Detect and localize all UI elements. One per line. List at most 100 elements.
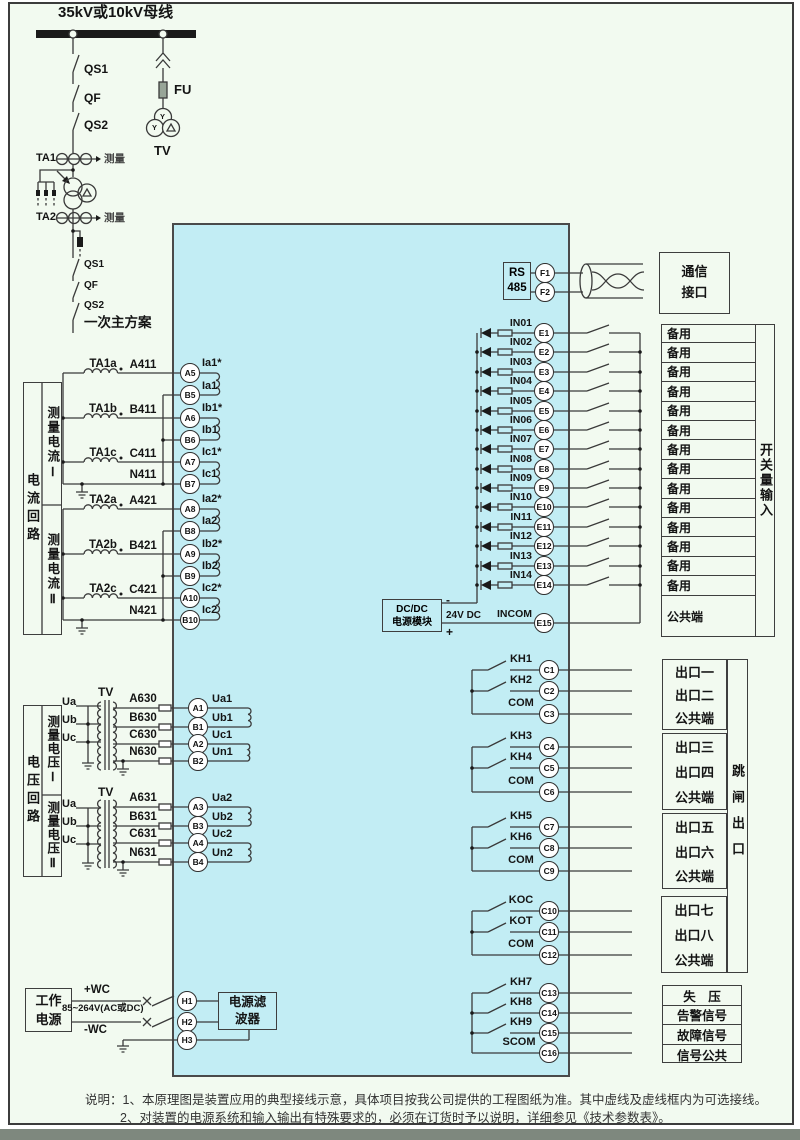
terminal-B5: B5	[180, 385, 200, 405]
outlet-6-label: 出口六	[674, 844, 714, 860]
wire-b411: B411	[129, 404, 157, 416]
sig-ia2s: Ia2*	[202, 493, 222, 505]
terminal-A9: A9	[180, 544, 200, 564]
terminal-E9: E9	[534, 478, 554, 498]
spare-row-10: 备用	[661, 499, 755, 518]
terminal-A7: A7	[180, 452, 200, 472]
label-qs1: QS1	[84, 62, 109, 76]
sig-ic1: Ic1	[202, 468, 218, 480]
terminal-C15: C15	[539, 1023, 559, 1043]
label-tv2: TV	[98, 785, 114, 799]
terminal-E5: E5	[534, 401, 554, 421]
wire-n630: N630	[129, 746, 157, 758]
terminal-A10: A10	[180, 588, 200, 608]
voltage-meas2-label: 测量电压Ⅱ	[45, 801, 60, 871]
signal-common: 信号公共	[676, 1048, 727, 1063]
label-com3: COM	[508, 854, 534, 866]
spare-row-12: 备用	[661, 537, 755, 557]
spare-row-1: 备用	[661, 324, 755, 344]
label-kh2: KH2	[509, 674, 532, 686]
digital-input-wiring	[442, 324, 642, 624]
dcdc-line2: 电源模块	[392, 616, 432, 628]
label-in08: IN08	[509, 453, 532, 465]
sig-ua2: Ua2	[212, 792, 233, 804]
terminal-F2: F2	[535, 282, 555, 302]
terminal-H2: H2	[177, 1012, 197, 1032]
sig-ib2: Ib2	[202, 560, 218, 572]
wire-c630: C630	[129, 729, 157, 741]
label-ta1b: TA1b	[89, 403, 117, 415]
terminal-E2: E2	[534, 342, 554, 362]
sig-un2: Un2	[212, 847, 233, 859]
tv-winding-y1: Y	[160, 112, 166, 121]
label-koc: KOC	[508, 894, 534, 906]
sig-un1: Un1	[212, 746, 233, 758]
label-kot: KOT	[509, 915, 533, 927]
terminal-E15: E15	[534, 613, 554, 633]
voltage-circuit-wiring	[41, 700, 252, 877]
terminal-C5: C5	[539, 758, 559, 778]
sig-ib1: Ib1	[202, 424, 218, 436]
spare-row-2: 备用	[661, 343, 755, 363]
dcdc-module-box: DC/DC 电源模块	[382, 599, 442, 632]
tv-winding-y2: Y	[152, 123, 158, 132]
terminal-E7: E7	[534, 439, 554, 459]
sig-ia2: Ia2	[202, 515, 218, 527]
phase-uc-1: Uc	[62, 732, 77, 744]
current-loop-box	[23, 382, 62, 635]
label-in10: IN10	[509, 491, 532, 503]
label-ta2: TA2	[36, 211, 56, 223]
note-line-2: 2、对装置的电源系统和输入输出有特殊要求的，必须在订货时予以说明，详细参见《技术…	[120, 1111, 671, 1125]
terminal-A8: A8	[180, 499, 200, 519]
label-in09: IN09	[509, 472, 532, 484]
terminal-E10: E10	[534, 497, 554, 517]
switch-input-side-label: 开关量输入	[755, 324, 775, 637]
label-pos-wc: +WC	[84, 984, 110, 996]
terminal-B7: B7	[180, 474, 200, 494]
comm-wiring	[531, 263, 645, 299]
terminal-C16: C16	[539, 1043, 559, 1063]
label-kh6: KH6	[509, 831, 532, 843]
label-fu: FU	[174, 82, 192, 97]
rs485-line1: RS	[509, 267, 525, 280]
sig-ic2s: Ic2*	[202, 582, 222, 594]
label-kh7: KH7	[509, 976, 532, 988]
label-voltage-range: 85~264V(AC或DC)	[62, 1003, 144, 1014]
spare-row-11: 备用	[661, 518, 755, 538]
spare-row-5: 备用	[661, 402, 755, 421]
label-in14: IN14	[509, 569, 532, 581]
label-in06: IN06	[509, 414, 532, 426]
label-in11: IN11	[510, 511, 532, 523]
wire-a411: A411	[129, 359, 157, 371]
spare-row-13: 备用	[661, 557, 755, 577]
spare-row-4: 备用	[661, 382, 755, 402]
dcdc-line1: DC/DC	[396, 603, 428, 615]
terminal-E13: E13	[534, 556, 554, 576]
voltage-loop-label: 电压回路	[25, 755, 40, 827]
trip-output-column: 跳闸出口	[727, 659, 748, 973]
current-meas2-label: 测量电流Ⅱ	[45, 532, 60, 608]
terminal-E4: E4	[534, 381, 554, 401]
label-in13: IN13	[509, 550, 532, 562]
outlet-7-label: 出口七	[674, 903, 714, 918]
terminal-F1: F1	[535, 263, 555, 283]
outlet-table-3: 出口五 出口六 公共端	[662, 813, 727, 889]
sig-uc2: Uc2	[212, 828, 233, 840]
terminal-E3: E3	[534, 362, 554, 382]
signal-loss-voltage: 失 压	[663, 986, 741, 1006]
label-dc-plus: +	[446, 625, 454, 639]
terminal-B9: B9	[180, 566, 200, 586]
terminal-C4: C4	[539, 737, 559, 757]
terminal-C8: C8	[539, 838, 559, 858]
label-ta1a: TA1a	[89, 358, 117, 370]
terminal-C13: C13	[539, 983, 559, 1003]
outlet-8-label: 出口八	[674, 928, 714, 943]
wire-a421: A421	[129, 495, 157, 507]
label-in05: IN05	[509, 395, 532, 407]
sig-uc1: Uc1	[212, 729, 233, 741]
outlet-table-2: 出口三 出口四 公共端	[662, 733, 727, 810]
rs485-line2: 485	[507, 282, 527, 294]
outlet-common-1: 公共端	[674, 711, 714, 726]
label-dc-minus: -	[446, 593, 450, 607]
